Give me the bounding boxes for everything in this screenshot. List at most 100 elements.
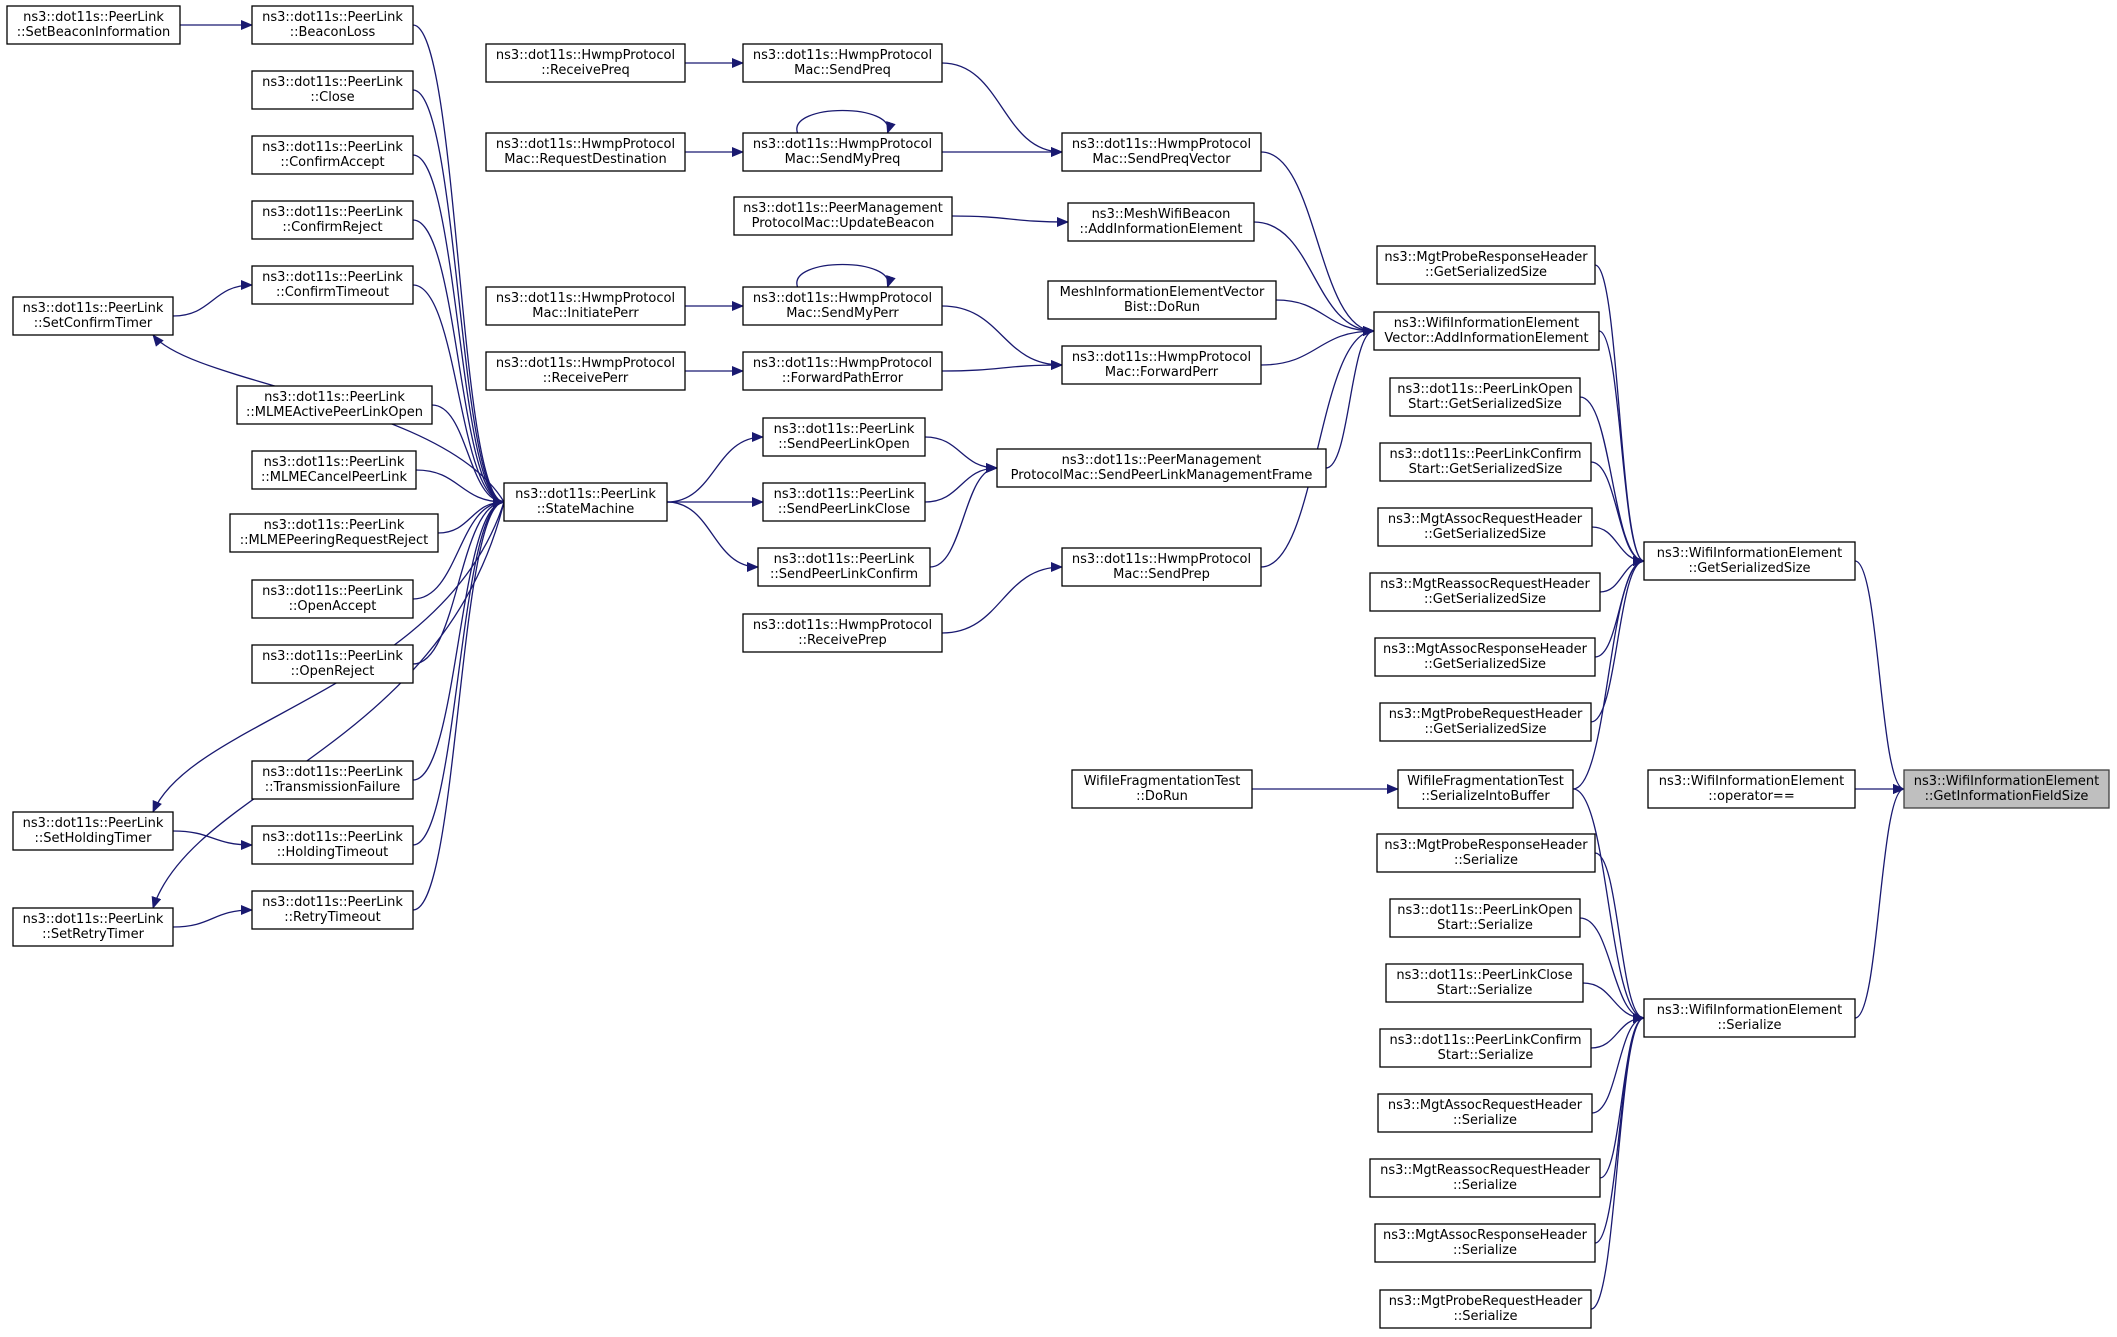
node-set-retry-timer[interactable]: ns3::dot11s::PeerLink::SetRetryTimer (12, 907, 174, 947)
node-box (742, 613, 943, 653)
node-label-line: ns3::WifiInformationElement (1394, 316, 1580, 331)
node-probe-resp-ser[interactable]: ns3::MgtProbeResponseHeader::Serialize (1376, 833, 1596, 873)
node-label-line: ::OpenReject (291, 664, 375, 679)
node-label-line: ns3::dot11s::HwmpProtocol (496, 48, 675, 63)
node-label-line: Start::Serialize (1437, 918, 1533, 933)
node-send-peer-link-open[interactable]: ns3::dot11s::PeerLink::SendPeerLinkOpen (762, 417, 926, 457)
node-wie-get-serialized-size[interactable]: ns3::WifiInformationElement::GetSerializ… (1643, 541, 1856, 581)
node-mlme-cancel[interactable]: ns3::dot11s::PeerLink::MLMECancelPeerLin… (251, 450, 417, 490)
node-close[interactable]: ns3::dot11s::PeerLink::Close (251, 70, 414, 110)
edge-state_machine-to-set_holding_timer (152, 501, 505, 813)
node-send-plm-frame[interactable]: ns3::dot11s::PeerManagementProtocolMac::… (996, 448, 1327, 488)
node-beacon-loss[interactable]: ns3::dot11s::PeerLink::BeaconLoss (251, 5, 414, 45)
node-set-beacon-info[interactable]: ns3::dot11s::PeerLink::SetBeaconInformat… (6, 5, 181, 45)
node-forward-perr[interactable]: ns3::dot11s::HwmpProtocolMac::ForwardPer… (1061, 345, 1262, 385)
node-holding-timeout[interactable]: ns3::dot11s::PeerLink::HoldingTimeout (251, 825, 414, 865)
node-wie-vector-add[interactable]: ns3::WifiInformationElementVector::AddIn… (1373, 311, 1600, 351)
node-mlme-peering[interactable]: ns3::dot11s::PeerLink::MLMEPeeringReques… (229, 513, 439, 553)
node-label-line: ns3::dot11s::HwmpProtocol (496, 356, 675, 371)
node-label-line: ns3::dot11s::HwmpProtocol (753, 48, 932, 63)
node-plo-size[interactable]: ns3::dot11s::PeerLinkOpenStart::GetSeria… (1389, 377, 1581, 417)
node-box (1377, 1093, 1593, 1133)
node-label-line: ns3::dot11s::HwmpProtocol (1072, 137, 1251, 152)
node-probe-resp-size[interactable]: ns3::MgtProbeResponseHeader::GetSerializ… (1376, 245, 1596, 285)
node-label-line: ns3::dot11s::HwmpProtocol (496, 137, 675, 152)
node-label-line: ns3::dot11s::PeerLink (262, 649, 403, 664)
node-serialize-into-buffer[interactable]: WifiIeFragmentationTest::SerializeIntoBu… (1397, 769, 1574, 809)
node-box (1061, 132, 1262, 172)
node-request-destination[interactable]: ns3::dot11s::HwmpProtocolMac::RequestDes… (485, 132, 686, 172)
node-confirm-accept[interactable]: ns3::dot11s::PeerLink::ConfirmAccept (251, 135, 414, 175)
node-wie-get-info-field-size[interactable]: ns3::WifiInformationElement::GetInformat… (1903, 769, 2110, 809)
node-label-line: ::ConfirmAccept (280, 155, 384, 170)
node-forward-path-error[interactable]: ns3::dot11s::HwmpProtocol::ForwardPathEr… (742, 351, 943, 391)
node-label-line: ::GetSerializedSize (1424, 722, 1546, 737)
node-label-line: Start::GetSerializedSize (1409, 462, 1563, 477)
node-label-line: ns3::dot11s::PeerManagement (1062, 453, 1262, 468)
node-box (1369, 572, 1601, 612)
node-plc-ser[interactable]: ns3::dot11s::PeerLinkConfirmStart::Seria… (1379, 1028, 1592, 1068)
node-open-accept[interactable]: ns3::dot11s::PeerLink::OpenAccept (251, 579, 414, 619)
node-add-info-element-mesh[interactable]: ns3::MeshWifiBeacon::AddInformationEleme… (1067, 202, 1255, 242)
node-assoc-resp-size[interactable]: ns3::MgtAssocResponseHeader::GetSerializ… (1374, 637, 1596, 677)
node-wie-operator-eq[interactable]: ns3::WifiInformationElement::operator== (1647, 769, 1856, 809)
edge-send_my_perr-to-send_my_perr (796, 263, 896, 288)
node-reassoc-req-ser[interactable]: ns3::MgtReassocRequestHeader::Serialize (1369, 1158, 1601, 1198)
node-label-line: ns3::dot11s::HwmpProtocol (1072, 552, 1251, 567)
node-set-holding-timer[interactable]: ns3::dot11s::PeerLink::SetHoldingTimer (12, 811, 174, 851)
node-label-line: ::operator== (1708, 789, 1794, 804)
node-label-line: ::ForwardPathError (782, 371, 904, 386)
node-receive-prep[interactable]: ns3::dot11s::HwmpProtocol::ReceivePrep (742, 613, 943, 653)
edge-wie_get_serialized_size-to-wie_get_info_field_size (1854, 560, 1905, 794)
node-probe-req-ser[interactable]: ns3::MgtProbeRequestHeader::Serialize (1379, 1289, 1592, 1329)
node-box (1369, 1158, 1601, 1198)
node-reassoc-req-size[interactable]: ns3::MgtReassocRequestHeader::GetSeriali… (1369, 572, 1601, 612)
node-box (485, 351, 686, 391)
node-send-peer-link-close[interactable]: ns3::dot11s::PeerLink::SendPeerLinkClose (762, 482, 926, 522)
node-wie-serialize[interactable]: ns3::WifiInformationElement::Serialize (1643, 998, 1856, 1038)
edge-send_my_preq-to-send_my_preq (796, 109, 896, 134)
node-label-line: ns3::dot11s::HwmpProtocol (753, 618, 932, 633)
node-box (1374, 1223, 1596, 1263)
node-initiate-perr[interactable]: ns3::dot11s::HwmpProtocolMac::InitiatePe… (485, 286, 686, 326)
node-plclose-ser[interactable]: ns3::dot11s::PeerLinkCloseStart::Seriali… (1385, 963, 1584, 1003)
node-frag-test-dorun[interactable]: WifiIeFragmentationTest::DoRun (1071, 769, 1253, 809)
edge-add_info_element_mesh-to-wie_vector_add (1253, 221, 1375, 336)
node-label-line: ns3::dot11s::PeerLinkClose (1396, 968, 1572, 983)
node-label-line: ns3::dot11s::PeerLink (23, 301, 164, 316)
edge-mlme_cancel-to-state_machine (415, 469, 505, 507)
node-retry-timeout[interactable]: ns3::dot11s::PeerLink::RetryTimeout (251, 890, 414, 930)
node-label-line: ::ConfirmReject (282, 220, 382, 235)
node-confirm-reject[interactable]: ns3::dot11s::PeerLink::ConfirmReject (251, 200, 414, 240)
node-assoc-req-ser[interactable]: ns3::MgtAssocRequestHeader::Serialize (1377, 1093, 1593, 1133)
node-plc-size[interactable]: ns3::dot11s::PeerLinkConfirmStart::GetSe… (1379, 442, 1592, 482)
node-probe-req-size[interactable]: ns3::MgtProbeRequestHeader::GetSerialize… (1379, 702, 1592, 742)
node-state-machine[interactable]: ns3::dot11s::PeerLink::StateMachine (503, 482, 668, 522)
node-update-beacon[interactable]: ns3::dot11s::PeerManagementProtocolMac::… (733, 196, 953, 236)
node-open-reject[interactable]: ns3::dot11s::PeerLink::OpenReject (251, 644, 414, 684)
node-label-line: ns3::dot11s::PeerLink (23, 912, 164, 927)
node-send-preq-vector[interactable]: ns3::dot11s::HwmpProtocolMac::SendPreqVe… (1061, 132, 1262, 172)
node-label-line: Bist::DoRun (1124, 300, 1200, 315)
edge-send_peer_link_open-to-send_plm_frame (924, 436, 998, 473)
node-label-line: Start::GetSerializedSize (1408, 397, 1562, 412)
node-send-peer-link-confirm[interactable]: ns3::dot11s::PeerLink::SendPeerLinkConfi… (757, 547, 931, 587)
node-receive-preq[interactable]: ns3::dot11s::HwmpProtocol::ReceivePreq (485, 43, 686, 83)
node-receive-perr[interactable]: ns3::dot11s::HwmpProtocol::ReceivePerr (485, 351, 686, 391)
node-plo-ser[interactable]: ns3::dot11s::PeerLinkOpenStart::Serializ… (1389, 898, 1581, 938)
node-box (1061, 547, 1262, 587)
node-mlme-active[interactable]: ns3::dot11s::PeerLink::MLMEActivePeerLin… (236, 385, 433, 425)
node-label-line: ns3::dot11s::PeerLink (264, 390, 405, 405)
node-set-confirm-timer[interactable]: ns3::dot11s::PeerLink::SetConfirmTimer (12, 296, 174, 336)
node-transmission-failure[interactable]: ns3::dot11s::PeerLink::TransmissionFailu… (251, 760, 414, 800)
node-box (762, 482, 926, 522)
node-assoc-resp-ser[interactable]: ns3::MgtAssocResponseHeader::Serialize (1374, 1223, 1596, 1263)
edge-probe_req_ser-to-wie_serialize (1590, 1013, 1645, 1310)
node-assoc-req-size[interactable]: ns3::MgtAssocRequestHeader::GetSerialize… (1377, 507, 1593, 547)
node-confirm-timeout[interactable]: ns3::dot11s::PeerLink::ConfirmTimeout (251, 265, 414, 305)
